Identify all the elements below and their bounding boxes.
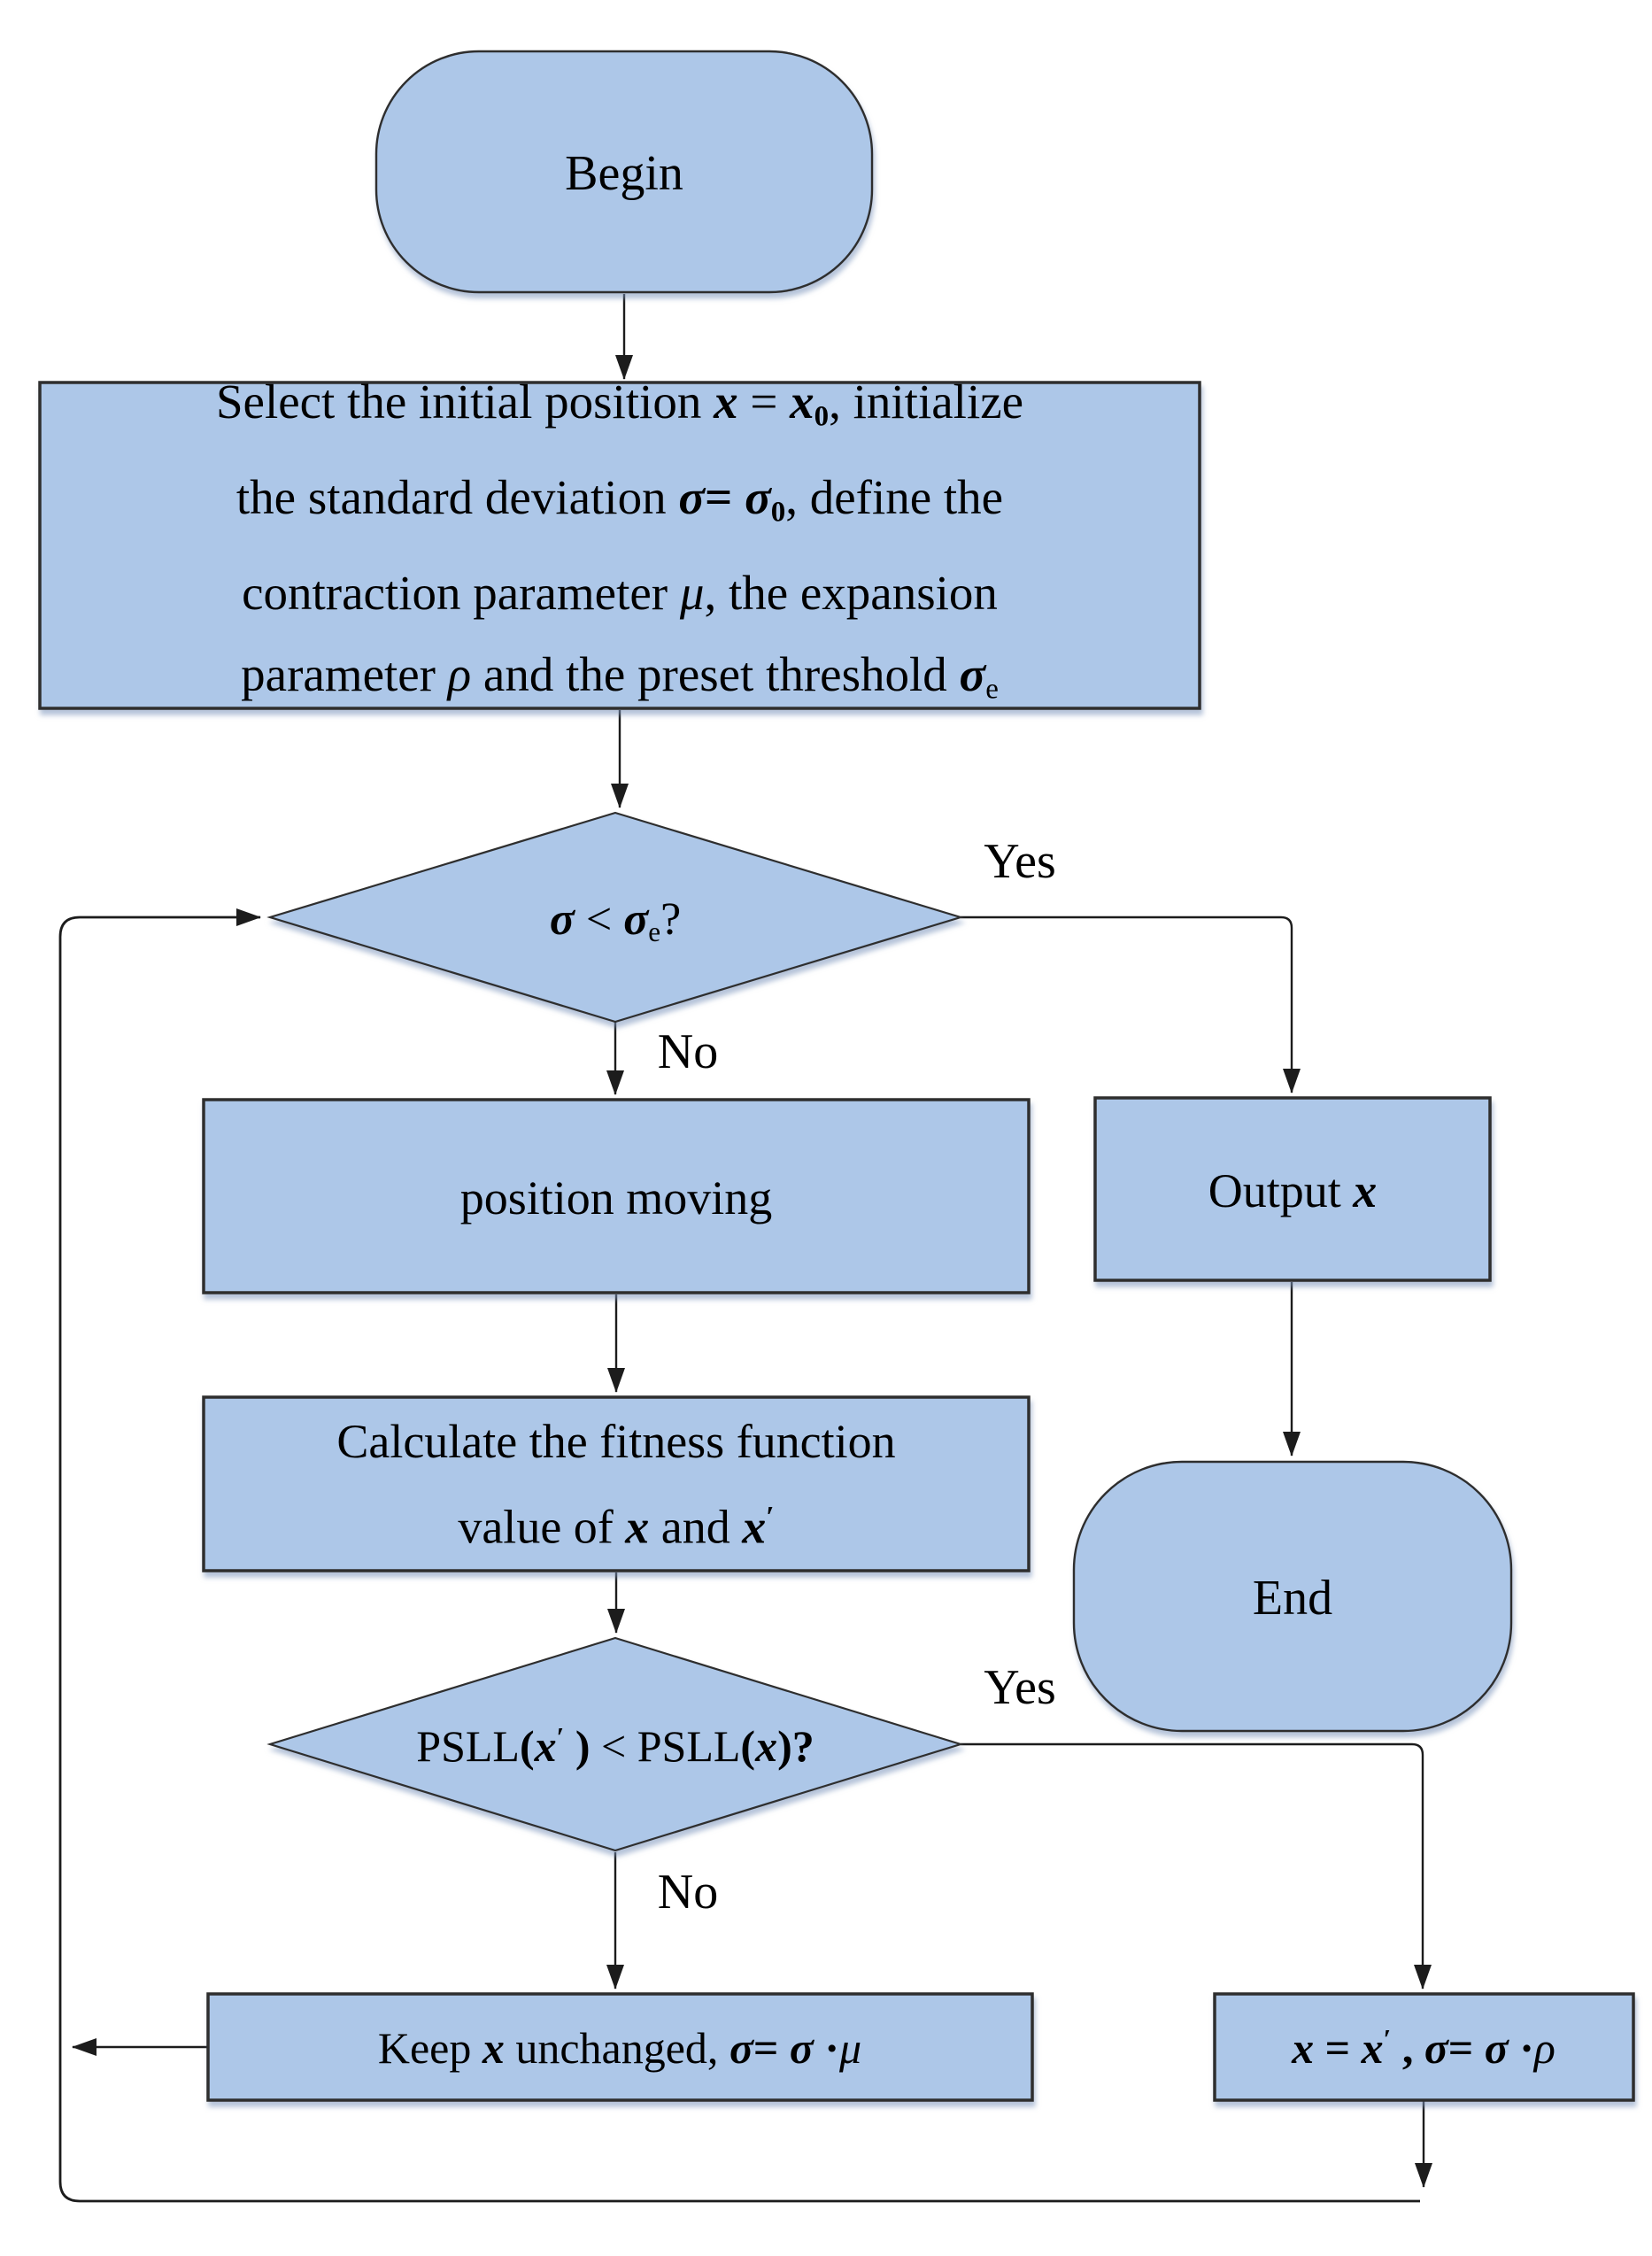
- begin-node-shape: [374, 50, 874, 294]
- keep-x-node-shape: [206, 1992, 1034, 2102]
- end-node-label: End: [1252, 1571, 1333, 1626]
- end-node-shape: [1072, 1460, 1513, 1733]
- edge-psll-yes-to-accept: [961, 1742, 1432, 1989]
- psll-check-label: PSLL(x′ ) < PSLL(x)?: [416, 1720, 814, 1771]
- init-node-shape: [38, 381, 1201, 710]
- edge-sigma-yes-to-output: [961, 916, 1301, 1093]
- position-moving-node-shape: [202, 1098, 1031, 1294]
- sigma-check-label: σ < σe?: [549, 894, 682, 947]
- psll-yes-edge-label: Yes: [984, 1660, 1056, 1715]
- calc-fitness-node-shape: [202, 1395, 1031, 1572]
- init-node-label: Select the initial position x = x0, init…: [215, 374, 1024, 706]
- begin-node-label: Begin: [565, 146, 683, 201]
- sigma-yes-edge-label: Yes: [984, 834, 1056, 889]
- output-node-label: Output x: [1208, 1164, 1378, 1217]
- psll-no-edge-label: No: [657, 1865, 719, 1920]
- edge-loop-back-to-sigma-check: [58, 908, 1420, 2203]
- position-moving-label: position moving: [459, 1171, 773, 1225]
- psll-check-diamond-shape: [266, 1636, 964, 1852]
- accept-x-node-shape: [1213, 1992, 1635, 2102]
- sigma-no-edge-label: No: [657, 1024, 719, 1079]
- output-node-shape: [1093, 1096, 1492, 1282]
- accept-x-node-label: x = x′ , σ= σ ·ρ: [1292, 2022, 1556, 2073]
- keep-x-node-label: Keep x unchanged, σ= σ ·μ: [377, 2023, 862, 2073]
- sigma-check-diamond-shape: [266, 811, 964, 1024]
